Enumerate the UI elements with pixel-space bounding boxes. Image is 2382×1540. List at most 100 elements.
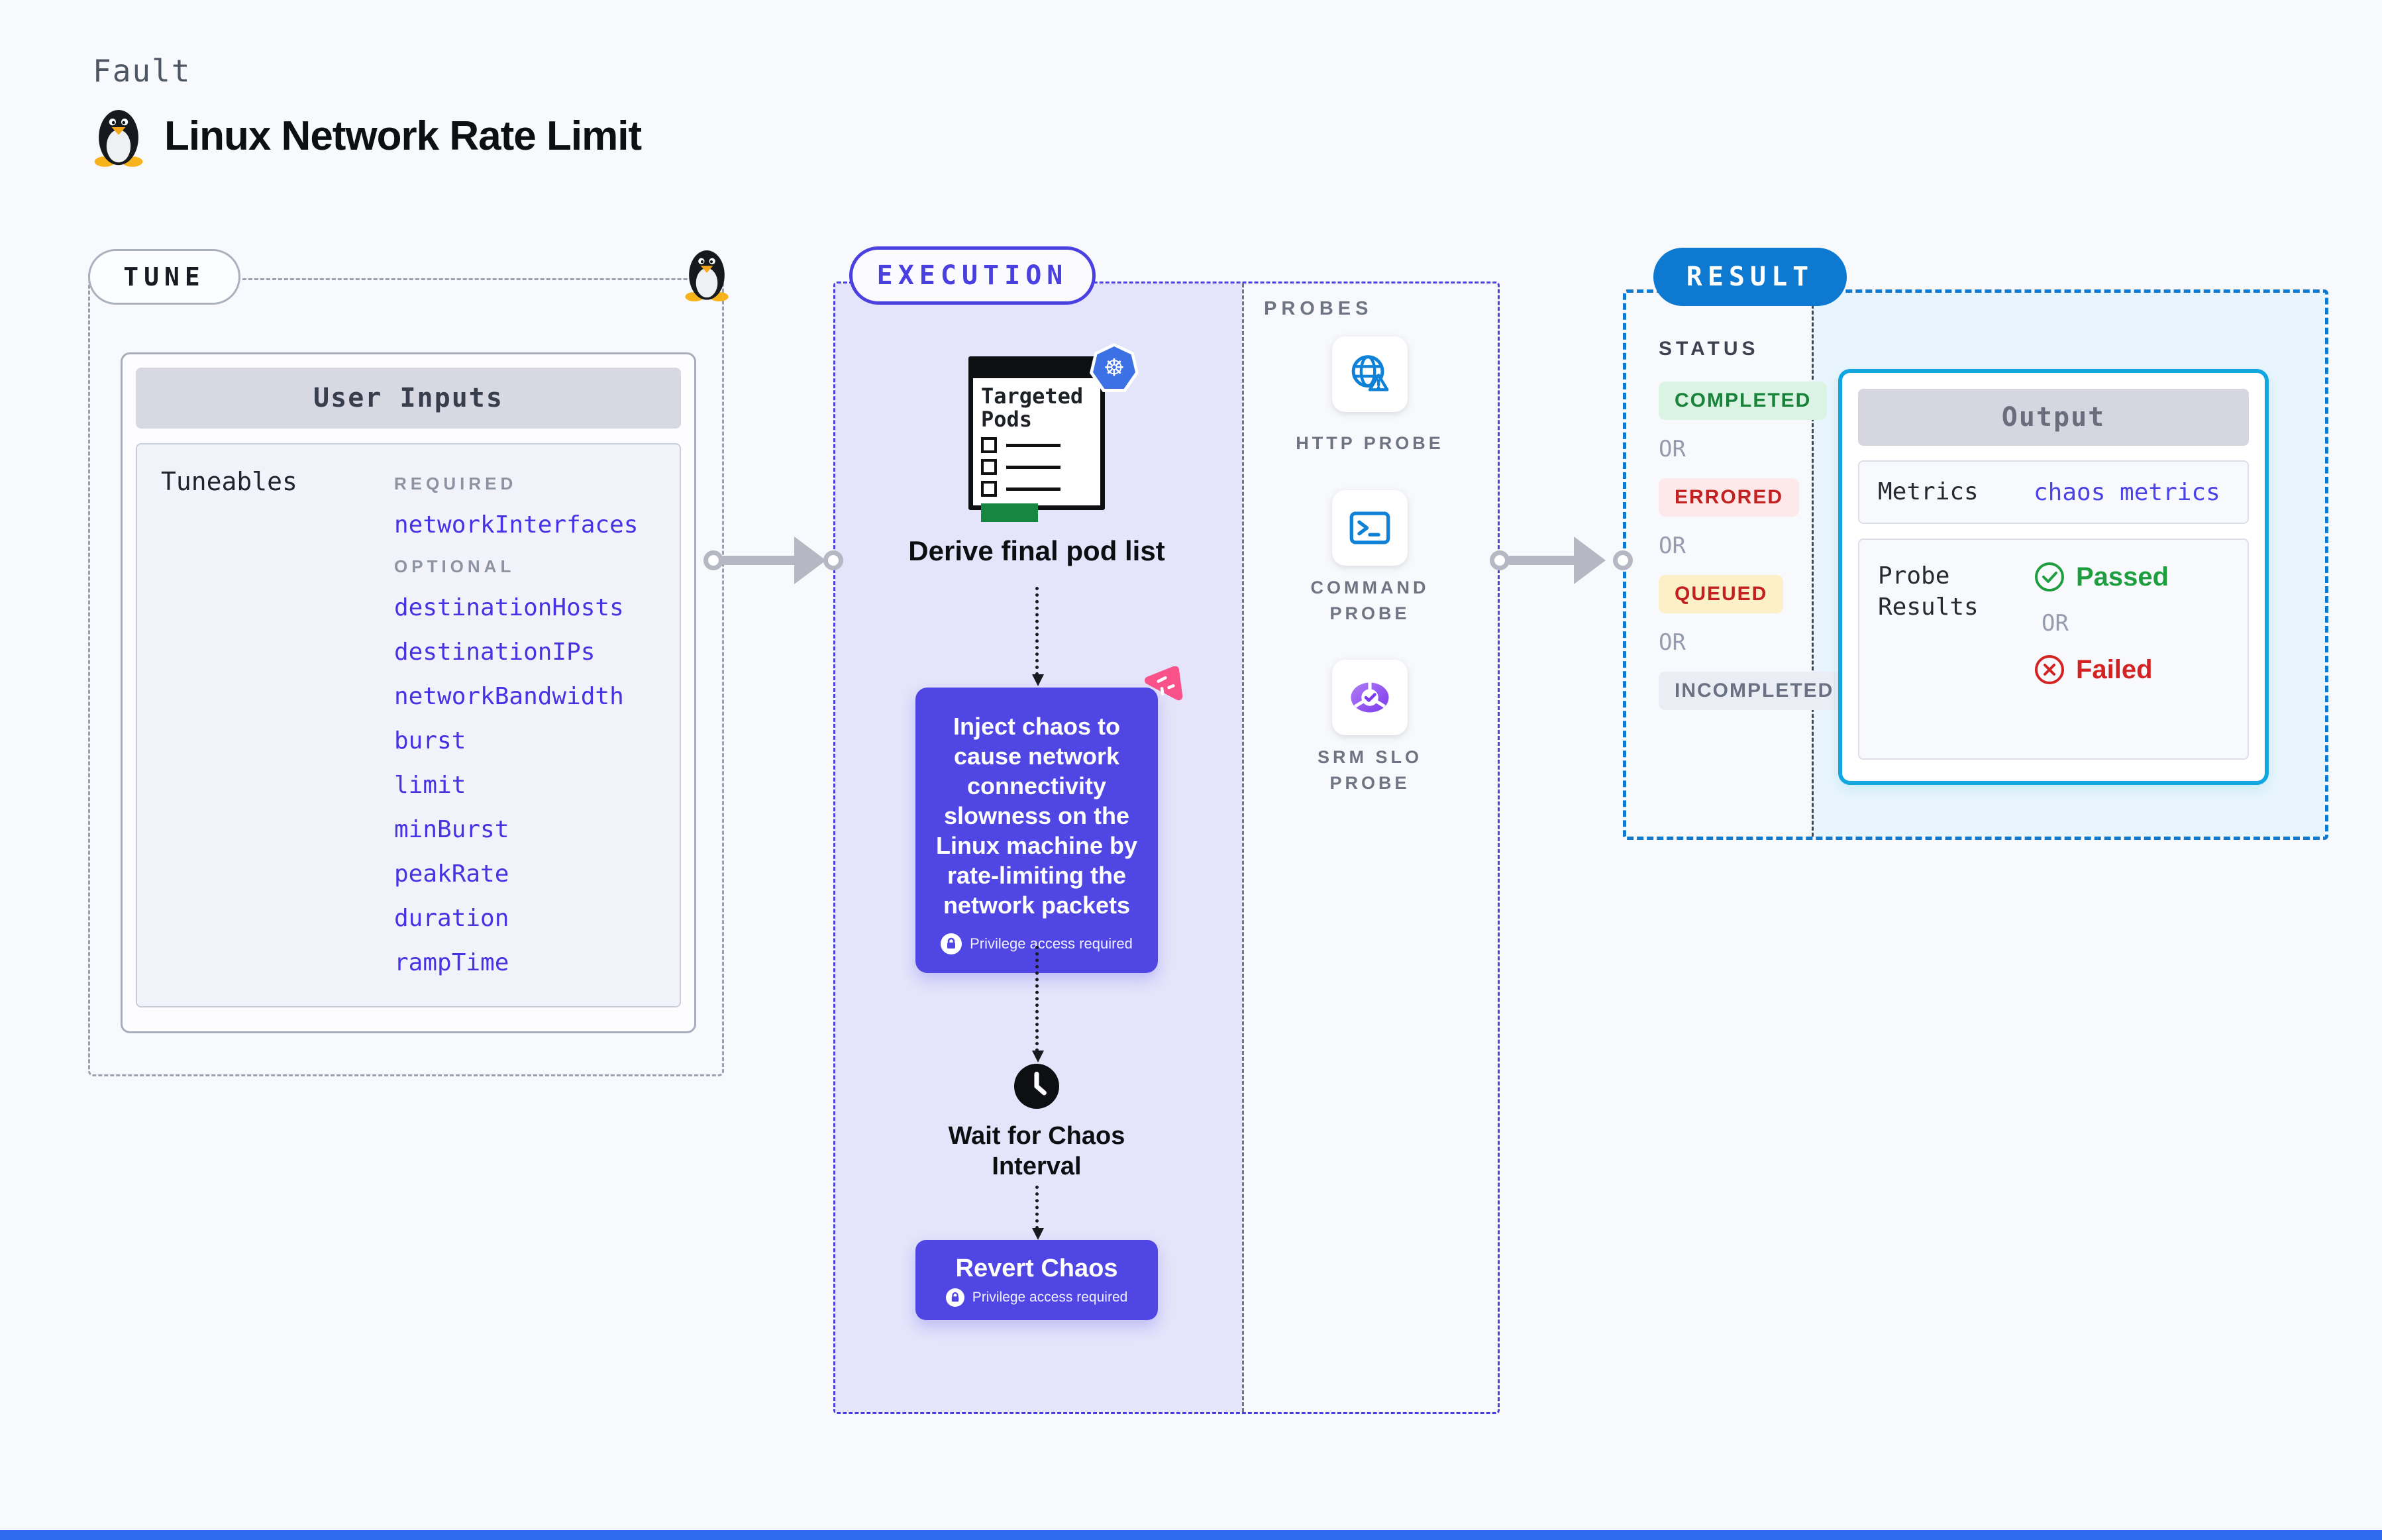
- http-probe-label: HTTP PROBE: [1296, 433, 1444, 453]
- or-label: OR: [1659, 629, 1686, 656]
- revert-chaos-step: Revert Chaos Privilege access required: [915, 1240, 1158, 1320]
- connector-dot: [823, 550, 843, 570]
- status-badge-errored: ERRORED: [1659, 478, 1800, 517]
- status-badge-incompleted: INCOMPLETED: [1659, 672, 1850, 710]
- inject-chaos-text: Inject chaos to cause network connectivi…: [935, 713, 1138, 919]
- failed-line: Failed: [2034, 654, 2153, 686]
- checkbox-icon: [981, 459, 997, 476]
- tuneables-panel: Tuneables REQUIRED networkInterfaces OPT…: [136, 443, 681, 1007]
- targeted-pods-window: Targeted Pods: [968, 356, 1105, 523]
- pod-list-row: [981, 481, 1092, 497]
- targeted-pods-title: Targeted Pods: [981, 384, 1084, 433]
- passed-label: Passed: [2076, 562, 2169, 591]
- chaos-litmus-icon: [1145, 666, 1183, 701]
- x-circle-icon: [2035, 655, 2064, 684]
- tuneable-item: rampTime: [394, 949, 509, 976]
- tuneable-item: burst: [394, 727, 466, 754]
- inject-chaos-step: Inject chaos to cause network connectivi…: [915, 688, 1158, 973]
- targeted-pods-body: Targeted Pods: [973, 378, 1100, 529]
- probe-results-row: Probe Results Passed OR Failed: [1858, 539, 2249, 760]
- metrics-row: Metrics chaos metrics: [1858, 460, 2249, 524]
- green-button-shape: [981, 503, 1038, 523]
- derive-pod-list-label: Derive final pod list: [908, 535, 1165, 566]
- fault-kicker: Fault: [93, 53, 191, 89]
- lock-icon: [941, 933, 962, 954]
- command-probe-label: COMMAND PROBE: [1310, 578, 1429, 624]
- tuneables-label: Tuneables: [161, 467, 297, 496]
- connector-dot: [1490, 550, 1510, 570]
- page-header: Linux Network Rate Limit: [93, 105, 642, 167]
- srm-slo-probe-card: [1332, 660, 1408, 735]
- list-line: [1006, 487, 1061, 491]
- connector-dot: [703, 550, 723, 570]
- status-label: STATUS: [1659, 338, 1759, 360]
- or-label: OR: [2042, 610, 2069, 637]
- window-titlebar: [973, 361, 1100, 378]
- http-probe-card: [1332, 336, 1408, 412]
- user-inputs-header: User Inputs: [136, 368, 681, 429]
- check-circle-icon: [2035, 562, 2064, 591]
- tune-section-box: [88, 278, 724, 1076]
- failed-label: Failed: [2076, 654, 2153, 684]
- user-inputs-card: User Inputs Tuneables REQUIRED networkIn…: [121, 352, 696, 1033]
- flow-arrowhead: [794, 537, 826, 584]
- status-badge-completed: COMPLETED: [1659, 382, 1828, 420]
- probe-results-label: Probe Results: [1878, 562, 1979, 621]
- metrics-label: Metrics: [1878, 478, 1979, 505]
- flow-arrow: [723, 556, 796, 565]
- result-badge: RESULT: [1653, 248, 1847, 306]
- flow-dotted-arrow: [1032, 1186, 1044, 1240]
- or-label: OR: [1659, 533, 1686, 559]
- probes-divider: [1242, 283, 1244, 1412]
- list-line: [1006, 443, 1061, 447]
- pod-list-row: [981, 459, 1092, 476]
- privilege-note: Privilege access required: [930, 933, 1143, 954]
- tuneable-item: limit: [394, 772, 466, 799]
- optional-label: OPTIONAL: [394, 556, 515, 576]
- footer-bar: [0, 1530, 2382, 1540]
- tuneable-item: duration: [394, 905, 509, 932]
- list-line: [1006, 465, 1061, 469]
- probes-section-label: PROBES: [1264, 298, 1373, 319]
- command-probe-card: [1332, 490, 1408, 566]
- slo-donut-icon: [1351, 682, 1389, 713]
- lock-icon: [945, 1288, 964, 1307]
- globe-alert-icon: [1351, 355, 1389, 391]
- metrics-value: chaos metrics: [2034, 478, 2220, 506]
- linux-penguin-icon: [94, 110, 143, 167]
- flow-dotted-arrow: [1032, 587, 1044, 686]
- page-title: Linux Network Rate Limit: [164, 113, 642, 159]
- required-label: REQUIRED: [394, 473, 517, 493]
- tune-badge: TUNE: [88, 249, 240, 305]
- tuneable-item: networkInterfaces: [394, 511, 639, 539]
- wait-chaos-interval-label: Wait for Chaos Interval: [948, 1122, 1125, 1181]
- privilege-note-text: Privilege access required: [972, 1290, 1128, 1305]
- checkbox-icon: [981, 437, 997, 454]
- pod-list-row: [981, 437, 1092, 454]
- privilege-note-text: Privilege access required: [970, 935, 1133, 952]
- tuneable-item: peakRate: [394, 860, 509, 888]
- status-column: STATUS COMPLETED OR ERRORED OR QUEUED OR…: [1659, 338, 1850, 710]
- checkbox-icon: [981, 481, 997, 497]
- revert-chaos-label: Revert Chaos: [955, 1255, 1118, 1282]
- linux-penguin-icon: [685, 250, 729, 301]
- output-card: Output Metrics chaos metrics Probe Resul…: [1838, 369, 2269, 785]
- flow-dotted-arrow: [1032, 946, 1044, 1062]
- execution-badge: EXECUTION: [849, 246, 1096, 305]
- tuneables-list: REQUIRED networkInterfaces OPTIONAL dest…: [394, 464, 638, 985]
- passed-line: Passed: [2034, 561, 2169, 593]
- output-header: Output: [1858, 389, 2249, 446]
- srm-slo-probe-label: SRM SLO PROBE: [1317, 747, 1422, 794]
- terminal-icon: [1349, 511, 1390, 544]
- or-label: OR: [1659, 436, 1686, 462]
- flow-arrowhead: [1574, 537, 1606, 584]
- result-divider: [1812, 293, 1814, 837]
- privilege-note: Privilege access required: [929, 1288, 1145, 1307]
- clock-icon: [1014, 1064, 1059, 1109]
- tuneable-item: minBurst: [394, 816, 509, 843]
- probe-results-content: Passed OR Failed: [2034, 561, 2169, 758]
- flow-arrow: [1509, 556, 1575, 565]
- connector-dot: [1613, 550, 1633, 570]
- tuneable-item: destinationIPs: [394, 639, 596, 666]
- kubernetes-icon: ☸: [1090, 343, 1139, 392]
